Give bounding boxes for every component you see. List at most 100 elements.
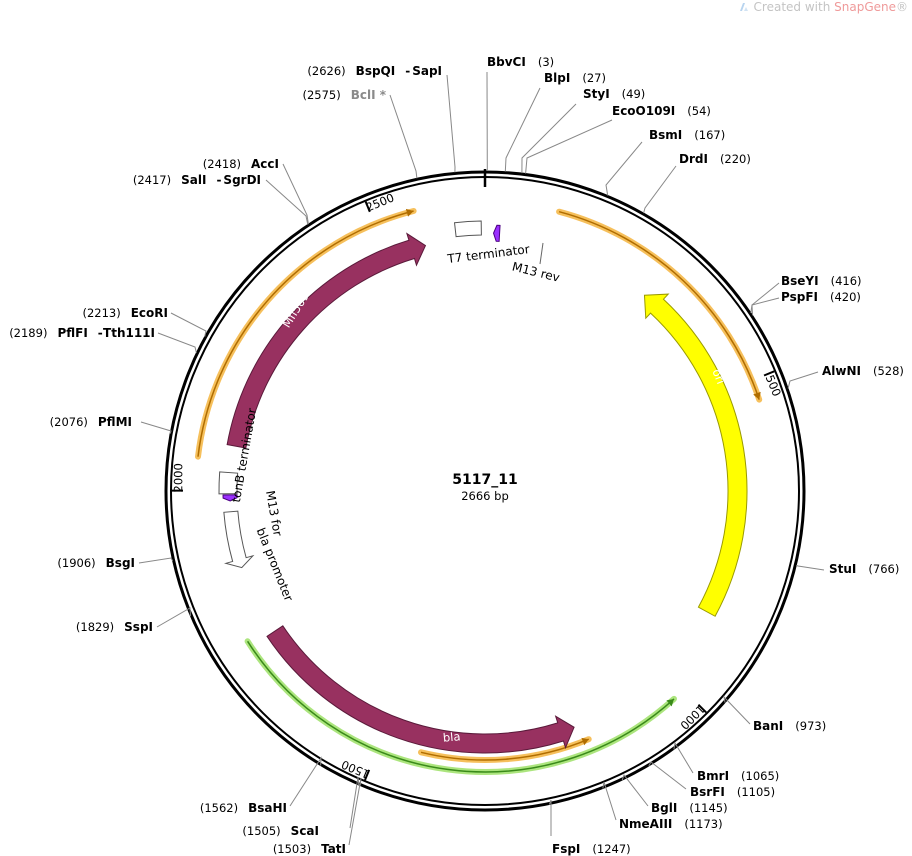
tick-1500: [364, 769, 371, 781]
site-label: BglI(1145): [651, 801, 728, 815]
snapgene-logo-icon: [739, 3, 748, 11]
site-leader-line: [348, 777, 362, 846]
site-bbvci: BbvCI(3): [486, 55, 554, 172]
plasmid-backbone: [164, 169, 806, 812]
primer-arc-line: [420, 738, 589, 761]
site-leader-line: [389, 94, 418, 179]
snapgene-watermark: Created with SnapGene®: [739, 0, 908, 14]
t7-terminator-box: [453, 220, 482, 238]
site-bsrfi: BsrFI(1105): [648, 761, 775, 799]
site-label: (1503)TatI: [273, 842, 346, 856]
site-label: FspI(1247): [552, 842, 631, 856]
site-ecori: (2213)EcoRI: [82, 306, 207, 337]
watermark-suffix: ®: [896, 0, 908, 14]
site-pspfi: PspFI(420): [751, 290, 861, 316]
site-leader-line: [349, 776, 360, 829]
site-pflfi: (2189)PflFI-Tth111I: [9, 326, 197, 353]
site-label: (1562)BsaHI: [200, 801, 287, 815]
tick-2500: [364, 201, 371, 213]
site-label: StuI(766): [829, 562, 899, 576]
site-label: EcoO109I(54): [612, 104, 711, 118]
site-blpi: BlpI(27): [504, 71, 606, 172]
site-bsahi: (1562)BsaHI: [200, 756, 322, 815]
site-leader-line: [602, 781, 617, 821]
plasmid-name: 5117_11: [452, 472, 517, 488]
site-fspi: FspI(1247): [548, 799, 631, 856]
site-label: StyI(49): [583, 87, 645, 101]
mfl569-feature-arrow: [226, 232, 427, 449]
site-label: NmeAIII(1173): [619, 817, 723, 831]
site-leader-line: [525, 119, 613, 174]
site-bspqi: (2626)BspQI-SapI: [307, 64, 456, 173]
site-leader-line: [521, 103, 577, 174]
site-leader-line: [750, 282, 780, 313]
site-bsmi: BsmI(167): [605, 128, 725, 196]
ori-feature-arrow: [643, 293, 748, 617]
primer-arcs: [195, 208, 763, 775]
m13-rev-marker: [492, 224, 501, 242]
site-drdi: DrdI(220): [643, 152, 751, 214]
site-tati: (1503)TatI: [273, 777, 362, 856]
plasmid-size: 2666 bp: [461, 489, 509, 503]
m13-for-marker: [222, 494, 238, 502]
site-label: (2213)EcoRI: [82, 306, 168, 320]
tick-label-1000: 1000: [677, 702, 708, 733]
site-leader-line: [648, 761, 687, 790]
site-label: BsrFI(1105): [690, 785, 775, 799]
site-leader-line: [673, 741, 694, 774]
site-leader-line: [787, 371, 819, 389]
bla-feature-arrow: [266, 625, 575, 754]
m13-rev-label: M13 rev: [511, 259, 562, 284]
site-label: BseYI(416): [781, 274, 862, 288]
tick-1000: [697, 703, 707, 714]
site-bcli: (2575)BclI *: [302, 88, 418, 179]
site-bani: BanI(973): [723, 695, 826, 733]
site-leader-line: [796, 564, 825, 571]
site-bgli: BglI(1145): [621, 773, 728, 815]
site-label: DrdI(220): [679, 152, 751, 166]
site-leader-line: [170, 312, 207, 337]
site-label: (2076)PflMI: [50, 415, 132, 429]
site-ecoo109i: EcoO109I(54): [525, 104, 711, 174]
tick-label-2000: 2000: [171, 463, 185, 492]
site-leader-line: [751, 297, 780, 316]
site-leader-line: [157, 332, 197, 353]
site-label: BlpI(27): [544, 71, 606, 85]
site-leader-line: [446, 74, 456, 173]
site-label: BsmI(167): [649, 128, 725, 142]
site-label: (2575)BclI *: [302, 88, 386, 102]
m13-rev-connector: [539, 242, 544, 265]
bla-label: bla: [442, 729, 461, 744]
site-label: (2189)PflFI-Tth111I: [9, 326, 155, 340]
bla-promoter-label: bla promoter: [254, 526, 296, 603]
site-leader-line: [548, 799, 552, 836]
site-bseyi: BseYI(416): [750, 274, 862, 313]
primer-arrowhead: [753, 391, 761, 400]
site-label: (1829)SspI: [76, 620, 153, 634]
site-sspi: (1829)SspI: [76, 607, 191, 634]
site-leader-line: [621, 773, 649, 807]
site-label: BanI(973): [753, 719, 826, 733]
site-leader-line: [156, 607, 191, 628]
site-alwni: AlwNI(528): [787, 364, 904, 389]
site-leader-line: [289, 756, 322, 807]
site-pflmi: (2076)PflMI: [50, 415, 172, 434]
primer-arc-line: [558, 210, 760, 400]
site-sali: (2417)SalI-SgrDI: [133, 173, 309, 225]
primer-arrowhead: [666, 698, 674, 707]
primer-arc-glow: [195, 208, 417, 460]
site-leader-line: [643, 165, 677, 214]
site-label: BmrI(1065): [697, 769, 779, 783]
site-stui: StuI(766): [796, 562, 899, 576]
tonb-terminator-box: [218, 471, 239, 495]
site-bmri: BmrI(1065): [673, 741, 779, 783]
site-leader-line: [504, 87, 541, 172]
watermark-brand: SnapGene: [834, 0, 896, 14]
primer-arc-line: [197, 210, 414, 457]
primer-arrowhead: [405, 208, 414, 217]
primer-arc-line: [246, 640, 675, 773]
site-leader-line: [140, 421, 172, 434]
tick-label-500: 500: [763, 373, 784, 399]
bla-promoter-arrow: [223, 510, 255, 569]
ori-label: ori: [709, 367, 728, 386]
